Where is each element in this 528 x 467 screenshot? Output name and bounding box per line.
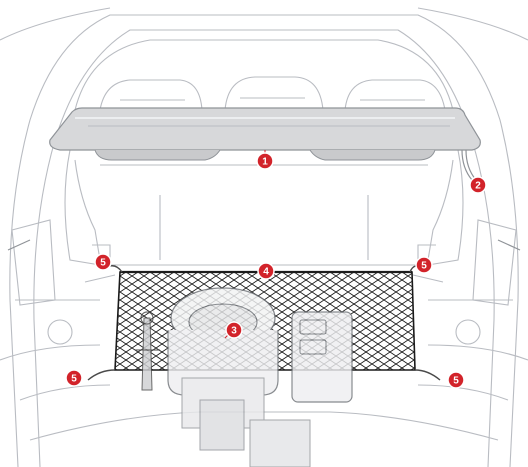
callout-5-anchor-front-right: 5	[447, 371, 465, 389]
callout-1-parcel-shelf: 1	[256, 152, 274, 170]
callout-1-label: 1	[262, 157, 268, 168]
callouts: 1 2 3 4 5 5 5 5	[65, 152, 487, 389]
callout-5a-label: 5	[100, 258, 106, 269]
callout-4-luggage-net: 4	[257, 262, 275, 280]
shelf-strap	[461, 149, 477, 181]
callout-4-label: 4	[263, 267, 269, 278]
parcel-shelf	[49, 107, 481, 161]
callout-2-shelf-strap: 2	[469, 176, 487, 194]
rear-seats	[99, 76, 446, 111]
callout-5-anchor-front-left: 5	[65, 369, 83, 387]
callout-5-anchor-rear-right: 5	[415, 256, 433, 274]
callout-3-spare-wheel-tools: 3	[225, 321, 243, 339]
callout-5-anchor-rear-left: 5	[94, 253, 112, 271]
car-body-outline	[0, 7, 528, 467]
callout-5b-label: 5	[421, 261, 427, 272]
callout-3-label: 3	[231, 326, 237, 337]
callout-5c-label: 5	[71, 374, 77, 385]
boot-side-panels	[64, 149, 464, 283]
callout-2-label: 2	[475, 181, 481, 192]
callout-5d-label: 5	[453, 376, 459, 387]
